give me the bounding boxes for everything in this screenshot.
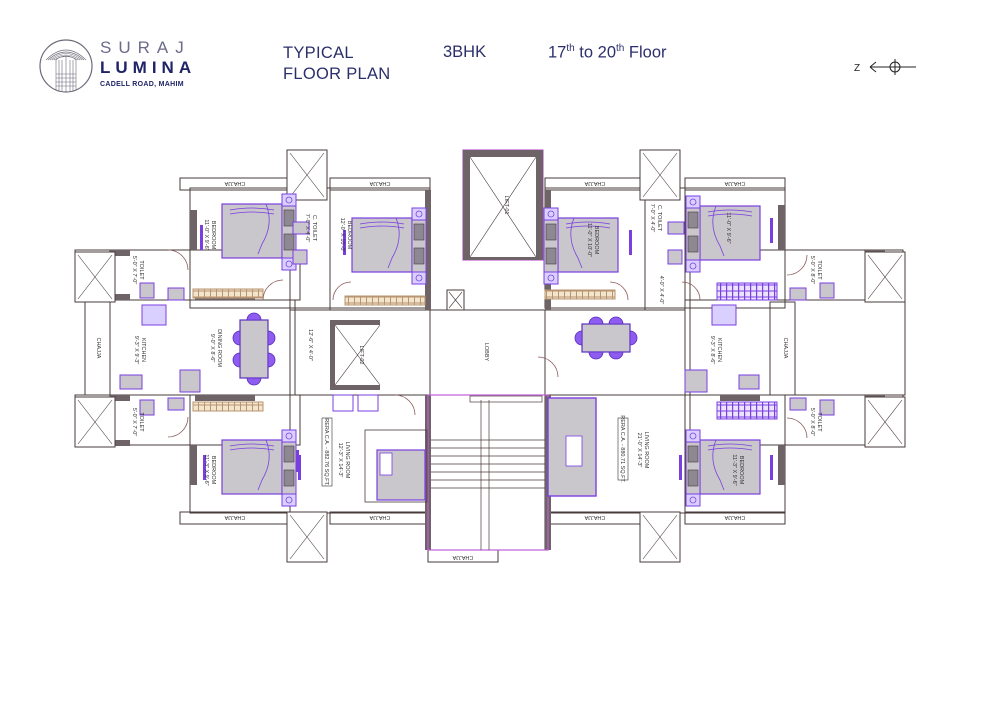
size-right-kitchen: 9'-3" X 8'-6" [709, 336, 715, 365]
size-right-toilet-top: 5'-0" X 8'-0" [809, 256, 815, 285]
label-right-c-toilet: C. TOILET [656, 205, 662, 232]
rera-area-right: RERA C.A. - 880.71 SQ.FT. [619, 415, 625, 483]
label-left-kitchen: KITCHEN [140, 338, 146, 362]
unit-type: 3BHK [443, 43, 487, 61]
brand-name-line1: SURAJ [100, 38, 191, 57]
suraj-lumina-logo-icon [39, 39, 93, 93]
label-right-toilet-bottom: TOILET [816, 412, 822, 432]
floor-range: 17th to 20th Floor [548, 43, 667, 63]
floor-suffix: Floor [624, 43, 667, 62]
label-chajja: CHAJJA [224, 514, 245, 520]
label-left-c-toilet: C. TOILET [311, 215, 317, 242]
floor-from: 17 [548, 43, 567, 62]
size-right-c-toilet: 7'-0" X 4'-0" [649, 204, 655, 233]
label-left-toilet-bottom: TOILET [138, 412, 144, 432]
size-left-kitchen: 9'-3" X 9'-3" [133, 336, 139, 365]
size-left-bedroom-top-right: 12'-0" X 10'-0" [339, 218, 345, 253]
floor-from-sup: th [566, 43, 575, 54]
label-left-dining-room: DINING ROOM [216, 329, 222, 367]
size-left-bedroom-top-left: 11'-0" X 9'-6" [203, 219, 209, 250]
rera-area-left: RERA C.A. - 882.76 SQ.FT. [323, 418, 329, 486]
label-left-chajja: CHAJJA [95, 338, 101, 359]
label-right-kitchen: KITCHEN [716, 338, 722, 362]
size-left-bedroom-bottom: 11'-3" X 9'-6" [203, 454, 209, 485]
label-right-toilet-top: TOILET [816, 260, 822, 280]
label-chajja: CHAJJA [724, 514, 745, 520]
label-chajja: CHAJJA [724, 180, 745, 186]
size-left-c-toilet: 7'-0" X 4'-0" [304, 214, 310, 243]
size-right-passage: 4'-0" X 4'-0" [658, 276, 664, 305]
brand-name-line2: LUMINA [100, 58, 197, 77]
floor-to-word: to [574, 43, 598, 62]
size-right-living-room: 21'-0" X 14'-3" [636, 433, 642, 468]
label-left-toilet-top: TOILET [138, 260, 144, 280]
label-lift-02: LIFT-02 [358, 346, 364, 365]
label-left-bedroom-top-right: BEDROOM [346, 221, 352, 250]
label-chajja: CHAJJA [369, 514, 390, 520]
plan-title: TYPICAL FLOOR PLAN [283, 43, 391, 85]
size-left-toilet-top: 5'-0" X 7'-0" [131, 256, 137, 285]
label-chajja: CHAJJA [224, 180, 245, 186]
label-lift-01: LIFT-01 [503, 196, 509, 215]
label-left-bedroom-top-left: BEDROOM [210, 221, 216, 250]
size-right-toilet-bottom: 5'-0" X 8'-0" [809, 408, 815, 437]
size-right-bedroom-bottom: 11'-3" X 9'-6" [731, 454, 737, 485]
label-chajja: CHAJJA [584, 514, 605, 520]
size-right-bedroom-top-left: 11'-0" X 10'-0" [586, 223, 592, 257]
floor-to-sup: th [616, 43, 625, 54]
label-lobby: LOBBY [483, 343, 489, 362]
size-right-bedroom-top-right: 11'-0" X 9'-6" [725, 212, 731, 243]
label-left-bedroom-bottom: BEDROOM [210, 456, 216, 485]
compass-label: Z [854, 63, 860, 74]
label-right-living-room: LIVING ROOM [643, 432, 649, 469]
size-left-dining-room: 9'-0" X 8'-6" [209, 334, 215, 363]
label-left-living-room: LIVING ROOM [344, 442, 350, 479]
size-left-passage: 12'-6" X 4'-0" [307, 329, 313, 361]
label-right-bedroom-top-left: BEDROOM [593, 226, 599, 255]
plan-title-line2: FLOOR PLAN [283, 65, 391, 83]
north-arrow-icon: Z [854, 59, 916, 75]
brand-location: CADELL ROAD, MAHIM [100, 81, 184, 88]
label-right-chajja: CHAJJA [782, 338, 788, 359]
size-left-toilet-bottom: 5'-0" X 7'-0" [131, 408, 137, 437]
size-left-living-room: 12'-3" X 14'-3" [337, 443, 343, 478]
brand-block: SURAJ LUMINA CADELL ROAD, MAHIM [100, 38, 196, 88]
plan-title-line1: TYPICAL [283, 44, 354, 62]
floor-to: 20 [597, 43, 616, 62]
label-chajja: CHAJJA [584, 180, 605, 186]
label-chajja: CHAJJA [369, 180, 390, 186]
label-chajja-bottom: CHAJJA [452, 554, 473, 560]
label-right-bedroom-bottom: BEDROOM [738, 456, 744, 485]
